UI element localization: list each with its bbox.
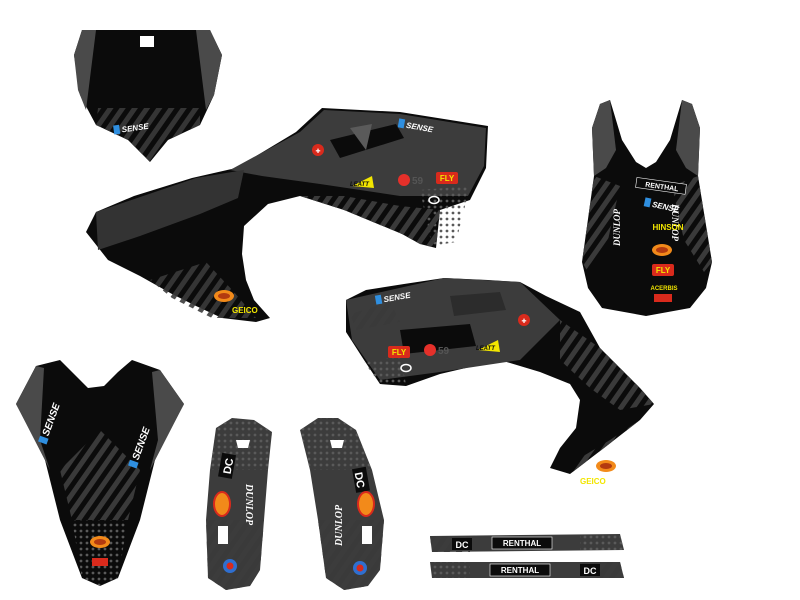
number-59-badge: 59 (398, 174, 424, 187)
oakley-icon (428, 195, 440, 205)
oakley-icon (400, 363, 412, 373)
geico-logo: GEICO (580, 477, 606, 486)
hinson-logo: HINSON (652, 223, 683, 232)
front-number-plate: SENSE (74, 30, 222, 162)
fork-guard-right: DC DUNLOP (300, 418, 384, 590)
fmf-icon (357, 491, 375, 517)
svg-text:FLY: FLY (392, 348, 407, 357)
dunlop-logo: DUNLOP (670, 203, 680, 241)
sense-logo: SENSE (113, 122, 150, 135)
seal-icon (518, 314, 530, 326)
number-59-badge: 59 (424, 344, 450, 357)
dc-logo: DC (580, 564, 600, 576)
svg-text:✚: ✚ (315, 148, 320, 155)
fork-guard-left: DC DUNLOP (206, 418, 272, 590)
svg-text:FLY: FLY (440, 174, 455, 183)
fly-logo: FLY (388, 346, 410, 358)
svg-text:RENTHAL: RENTHAL (645, 182, 680, 194)
dunlop-logo: DUNLOP (334, 504, 345, 547)
svg-text:59: 59 (412, 176, 424, 187)
svg-text:DC: DC (456, 540, 469, 550)
leatt-logo: LEATT (476, 340, 500, 352)
renthal-logo: RENTHAL (635, 177, 687, 195)
svg-text:RENTHAL: RENTHAL (503, 539, 541, 548)
svg-text:LEATT: LEATT (350, 182, 370, 188)
geico-logo: GEICO (232, 306, 258, 315)
swingarm-strip-bottom: RENTHAL DC (430, 562, 624, 578)
swingarm-strip-top: DC RENTHAL (430, 534, 624, 552)
small-sponsor-icon (92, 558, 108, 566)
fly-logo: FLY (652, 264, 674, 276)
svg-text:DC: DC (584, 566, 597, 576)
front-fender: SENSE SENSE (16, 360, 184, 586)
small-sponsor-icon (362, 526, 372, 544)
fmf-icon (213, 491, 231, 517)
renthal-logo: RENTHAL (489, 563, 551, 577)
twin-air-logo (652, 244, 672, 256)
svg-text:59: 59 (438, 346, 450, 357)
dc-logo: DC (452, 538, 472, 550)
twin-air-logo (90, 536, 110, 548)
radiator-shroud-upper: SENSE ✚ LEATT 59 FLY GEICO (86, 108, 488, 322)
twin-air-logo (596, 460, 616, 472)
svg-text:LEATT: LEATT (476, 346, 496, 352)
dunlop-logo: DUNLOP (243, 483, 254, 526)
rear-fender: DUNLOP DUNLOP RENTHAL SENSE HINSON FLY A… (582, 100, 712, 316)
seal-icon (312, 144, 324, 156)
acerbis-logo: ACERBIS (650, 286, 677, 292)
small-sponsor-icon (218, 526, 228, 544)
fly-logo: FLY (436, 172, 458, 184)
twin-air-logo (214, 290, 234, 302)
svg-text:DC: DC (352, 471, 367, 489)
dunlop-logo: DUNLOP (612, 209, 622, 247)
svg-text:RENTHAL: RENTHAL (501, 566, 539, 575)
svg-text:SENSE: SENSE (121, 122, 150, 135)
dc-logo: DC (352, 466, 370, 493)
svg-text:FLY: FLY (656, 266, 671, 275)
svg-text:✚: ✚ (521, 318, 526, 325)
small-sponsor-icon (654, 294, 672, 302)
renthal-logo: RENTHAL (491, 536, 553, 550)
svg-text:DC: DC (222, 457, 237, 475)
leatt-logo: LEATT (350, 176, 374, 188)
radiator-shroud-lower: SENSE ✚ FLY 59 LEATT GEICO (346, 278, 654, 486)
dc-logo: DC (218, 452, 237, 479)
